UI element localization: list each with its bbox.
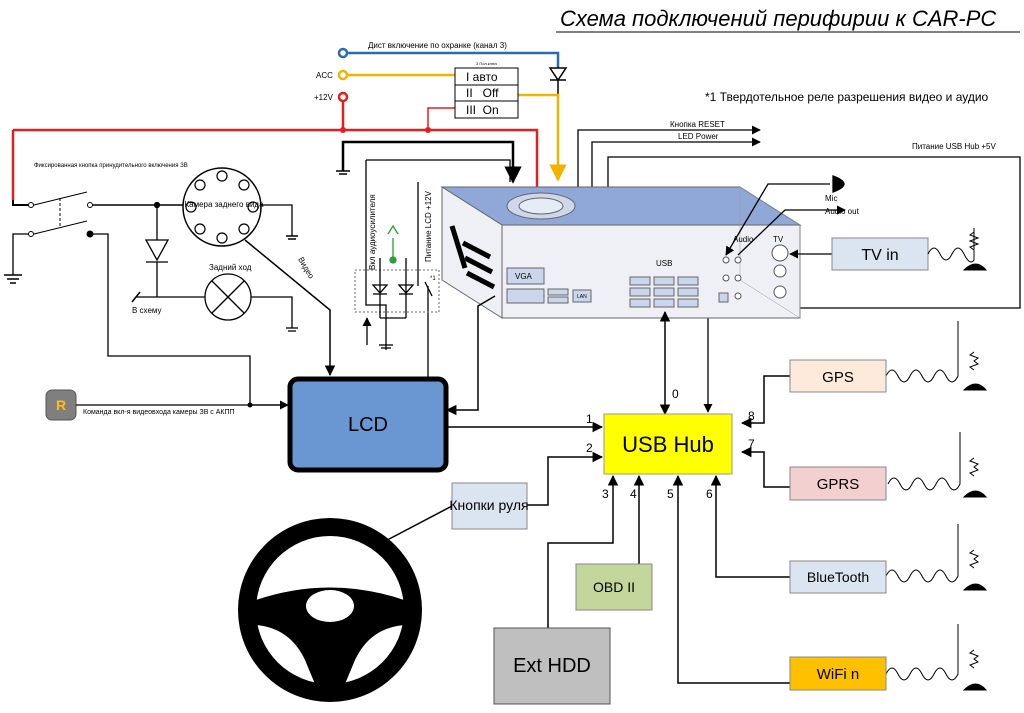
led-power-label: LED Power (678, 132, 719, 141)
switch-pos-3: III On (466, 103, 499, 117)
antenna-wifi (885, 624, 988, 691)
video-label: Видео (296, 256, 316, 281)
diagram-title: Схема подключений перифирии к CAR-PC (560, 6, 996, 31)
forced-button-label-text: Фиксированная кнопка принудительного вкл… (34, 163, 188, 169)
port-3: 3 (602, 487, 609, 501)
ignition-switch (454, 67, 519, 119)
acc-wire (337, 69, 567, 182)
wheel-buttons-label-text: Кнопки руля (449, 497, 528, 513)
akpp-label: Команда вкл-я видеовхода камеры ЗВ с АКП… (83, 409, 235, 416)
acc-label: ACC (316, 71, 333, 80)
gprs-box (789, 466, 887, 501)
mic-label: Mic (825, 194, 837, 203)
port-1: 1 (586, 412, 593, 426)
usb-hub-label: USB Hub (622, 432, 714, 457)
tv-in-box (831, 237, 929, 271)
gps-box (789, 359, 887, 393)
port-5: 5 (667, 487, 674, 501)
camera-label-text: Камера заднего вида (184, 200, 264, 209)
switch-caption: 3 Пол.ключ (476, 61, 497, 66)
amp-enable-label: Вкл аудиоусилителя (368, 194, 377, 270)
pc-audio-label: Audio (733, 235, 754, 244)
obd-box (575, 563, 653, 611)
reverse-label: Задний ход (209, 263, 252, 272)
usb-hub-power-label: Питание USB Hub +5V (912, 142, 996, 151)
lcd-power-label: Питание LCD +12V (424, 190, 433, 262)
mic-audio-lines (725, 175, 846, 256)
usb-hub-box (603, 413, 733, 475)
gps-label: GPS (822, 369, 854, 386)
ext-hdd-label: Ext HDD (513, 655, 591, 677)
port-2: 2 (586, 441, 593, 455)
relay-note-mark: *1 (430, 276, 436, 282)
antenna-tv (927, 228, 988, 271)
ground-bus (336, 140, 522, 184)
guard-label: Дист включение по охранке (канал 3) (368, 41, 507, 50)
antenna-gps (885, 321, 988, 391)
steering-wheel-icon (238, 518, 422, 702)
guard-wire (337, 47, 568, 95)
rear-camera (182, 167, 336, 377)
forced-button-label: Фиксированная кнопка принудительного вкл… (34, 163, 188, 169)
switch-pos-2: II Off (466, 86, 499, 100)
port-4: 4 (630, 487, 637, 501)
relay-note: *1 Твердотельное реле разрешения видео и… (705, 90, 989, 104)
audio-out-label: Audio out (825, 207, 860, 216)
camera-label: Камера заднего вида (184, 200, 264, 209)
antenna-gprs (887, 432, 988, 498)
reset-line (577, 125, 1021, 413)
wifi-box (789, 656, 887, 691)
plus12-label: +12V (314, 93, 334, 102)
wheel-buttons-label: Кнопки руля (449, 497, 528, 513)
port-6: 6 (706, 487, 713, 501)
bluetooth-box (789, 560, 887, 594)
gprs-label: GPRS (817, 476, 860, 493)
wifi-label: WiFi n (817, 666, 860, 683)
car-pc (440, 186, 802, 319)
port-8: 8 (748, 409, 755, 423)
port-7: 7 (748, 437, 755, 451)
r-badge-letter: R (56, 397, 66, 413)
to-scheme-label: В схему (132, 306, 162, 315)
lcd-label: LCD (348, 414, 388, 436)
diode-lamp (131, 201, 298, 332)
switch-pos-1: I авто (466, 70, 498, 84)
pc-tv-label: TV (773, 235, 784, 244)
wheel-buttons-box (451, 482, 528, 530)
plus12-wire (11, 91, 539, 200)
obd-label: OBD II (593, 579, 635, 595)
reset-label: Кнопка RESET (670, 120, 725, 129)
port-0: 0 (672, 387, 679, 401)
antenna-bluetooth (885, 524, 988, 591)
tv-in-label: TV in (861, 247, 898, 264)
pc-lan-label: LAN (577, 294, 587, 300)
pc-usb-label: USB (656, 259, 672, 268)
ext-hdd-box (493, 627, 611, 705)
usb-hub-links (445, 295, 790, 684)
pc-vga-label: VGA (515, 272, 533, 281)
lcd-box (287, 376, 449, 473)
bluetooth-label: BlueTooth (807, 569, 869, 585)
